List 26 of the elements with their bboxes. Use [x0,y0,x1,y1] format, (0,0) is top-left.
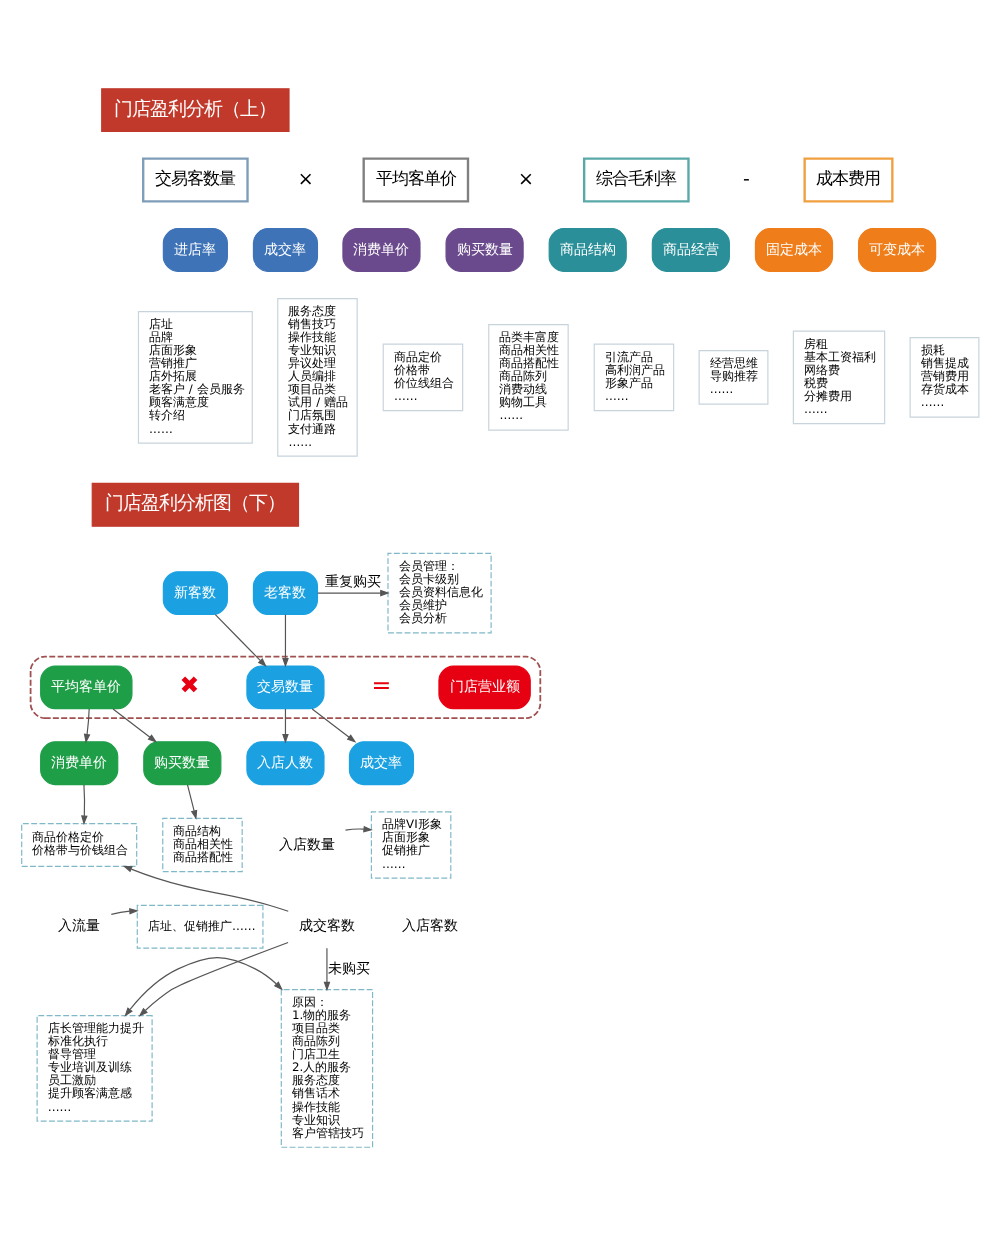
label: ✖ [179,671,200,700]
label: 门店盈利分析（上） [114,98,277,121]
arrow [186,784,198,820]
label: × [297,168,314,191]
node-box: 成本费用 [803,157,894,203]
arrow [110,907,139,915]
node-box: 交易客数量 [142,157,249,203]
arrow [138,941,289,1017]
arrow [122,865,289,912]
arrow [282,708,289,744]
arrow [311,708,357,743]
label: 门店盈利分析图（下） [105,493,286,516]
arrow [344,825,373,833]
arrow [317,589,390,597]
arrow [112,708,158,743]
arrow [124,957,283,1017]
node-box: 平均客单价 [362,157,470,203]
arrow [83,708,91,744]
label: - [743,168,750,191]
arrow [282,614,289,668]
arrow [81,784,88,825]
label: × [518,168,535,191]
node-box: 综合毛利率 [582,157,690,203]
label: = [371,671,392,700]
arrow [214,614,267,668]
arrow [323,947,331,992]
